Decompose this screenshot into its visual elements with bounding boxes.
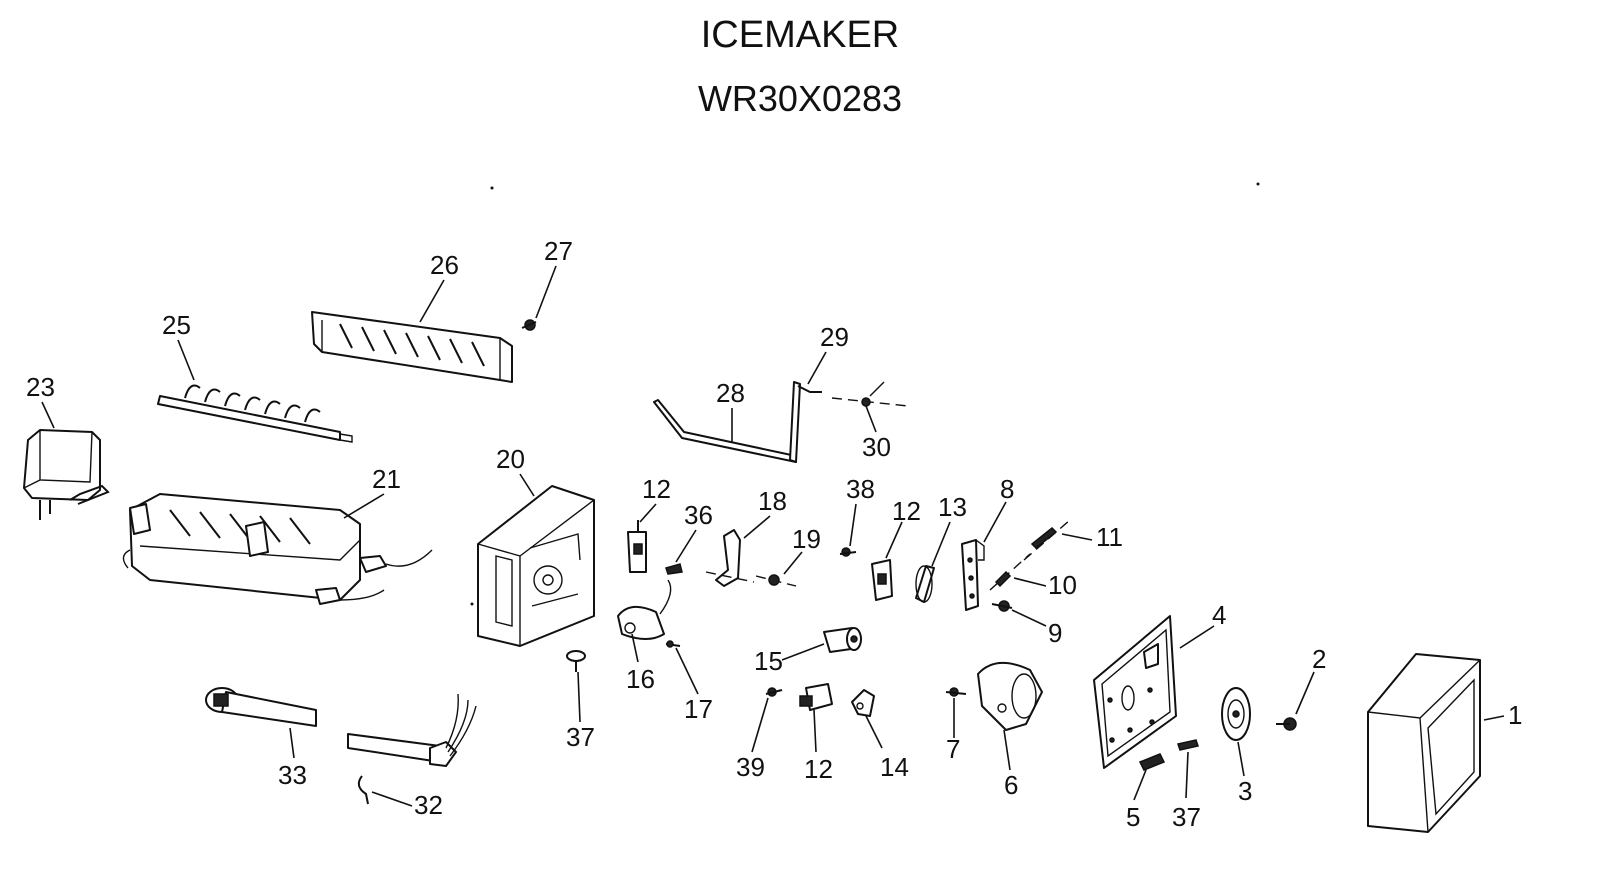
part-17-screw	[665, 640, 681, 648]
part-23-bracket	[23, 429, 110, 520]
part-9-screw	[991, 600, 1013, 612]
part-33-fill-tube	[205, 687, 317, 727]
part-2-screw	[1276, 717, 1297, 731]
callout-18: 18	[758, 486, 787, 516]
part-36-screw	[665, 563, 683, 575]
callout-5: 5	[1126, 802, 1140, 832]
callout-12-upper: 12	[642, 474, 671, 504]
part-1-cover	[1367, 653, 1481, 833]
part-19-screw	[755, 574, 797, 587]
part-7-screw	[945, 687, 967, 697]
part-15-thermostat	[823, 627, 862, 653]
part-12-switch-a	[627, 520, 647, 573]
part-6-motor	[977, 662, 1043, 731]
part-5-screw	[1138, 753, 1166, 771]
part-20-housing	[477, 485, 595, 647]
part-16-motor	[617, 579, 672, 640]
callout-25: 25	[162, 310, 191, 340]
part-37-screw-right	[1177, 739, 1199, 751]
part-39-screw	[765, 687, 783, 697]
callout-33: 33	[278, 760, 307, 790]
callout-29: 29	[820, 322, 849, 352]
part-11-screw	[1023, 519, 1071, 561]
callout-10: 10	[1048, 570, 1077, 600]
part-13-spring	[915, 565, 935, 603]
part-21-mold	[122, 493, 433, 605]
callout-39: 39	[736, 752, 765, 782]
callout-9: 9	[1048, 618, 1062, 648]
callout-14: 14	[880, 752, 909, 782]
callout-11: 11	[1096, 522, 1123, 552]
part-8-contact-plate	[961, 539, 985, 611]
callout-12-lower: 12	[804, 754, 833, 784]
model-number: WR30X0283	[697, 78, 903, 119]
part-12-switch-b	[871, 559, 893, 601]
callout-28: 28	[716, 378, 745, 408]
callout-6: 6	[1004, 770, 1018, 800]
part-14-clip	[851, 689, 875, 717]
part-26-stripper	[311, 311, 513, 383]
callout-38: 38	[846, 474, 875, 504]
part-32-clip	[357, 775, 369, 805]
part-28-shutoff-arm	[653, 381, 909, 463]
callout-23: 23	[26, 372, 55, 402]
part-12-switch-c	[799, 683, 833, 711]
part-27-screw	[521, 319, 537, 331]
callout-15: 15	[754, 646, 783, 676]
callout-7: 7	[946, 734, 960, 764]
leader-lines	[41, 265, 1505, 807]
callout-12-middle: 12	[892, 496, 921, 526]
callout-19: 19	[792, 524, 821, 554]
callout-37-left: 37	[566, 722, 595, 752]
callout-37-right: 37	[1172, 802, 1201, 832]
diagram-title: ICEMAKER	[700, 14, 900, 56]
callout-20: 20	[496, 444, 525, 474]
callout-8: 8	[1000, 474, 1014, 504]
callout-32: 32	[414, 790, 443, 820]
part-37-screw-left	[566, 650, 586, 672]
callout-labels: 1 2 3 4 5 37 6 7 8 9 10 11 12 13 38 12 1…	[26, 236, 1522, 832]
callout-21: 21	[372, 464, 401, 494]
callout-1: 1	[1508, 700, 1522, 730]
part-25-ejector	[157, 384, 353, 443]
part-38-screw	[839, 547, 857, 557]
part-3-knob	[1221, 687, 1251, 741]
wire-harness	[347, 693, 477, 767]
callout-17: 17	[684, 694, 713, 724]
callout-4: 4	[1212, 600, 1226, 630]
callout-16: 16	[626, 664, 655, 694]
scan-specks	[470, 182, 1260, 606]
part-18-lever	[705, 529, 755, 587]
part-10-spring	[989, 553, 1031, 591]
callout-3: 3	[1238, 776, 1252, 806]
callout-26: 26	[430, 250, 459, 280]
callout-13: 13	[938, 492, 967, 522]
callout-2: 2	[1312, 644, 1326, 674]
callout-27: 27	[544, 236, 573, 266]
callout-36: 36	[684, 500, 713, 530]
callout-30: 30	[862, 432, 891, 462]
part-4-mounting-plate	[1093, 615, 1177, 769]
